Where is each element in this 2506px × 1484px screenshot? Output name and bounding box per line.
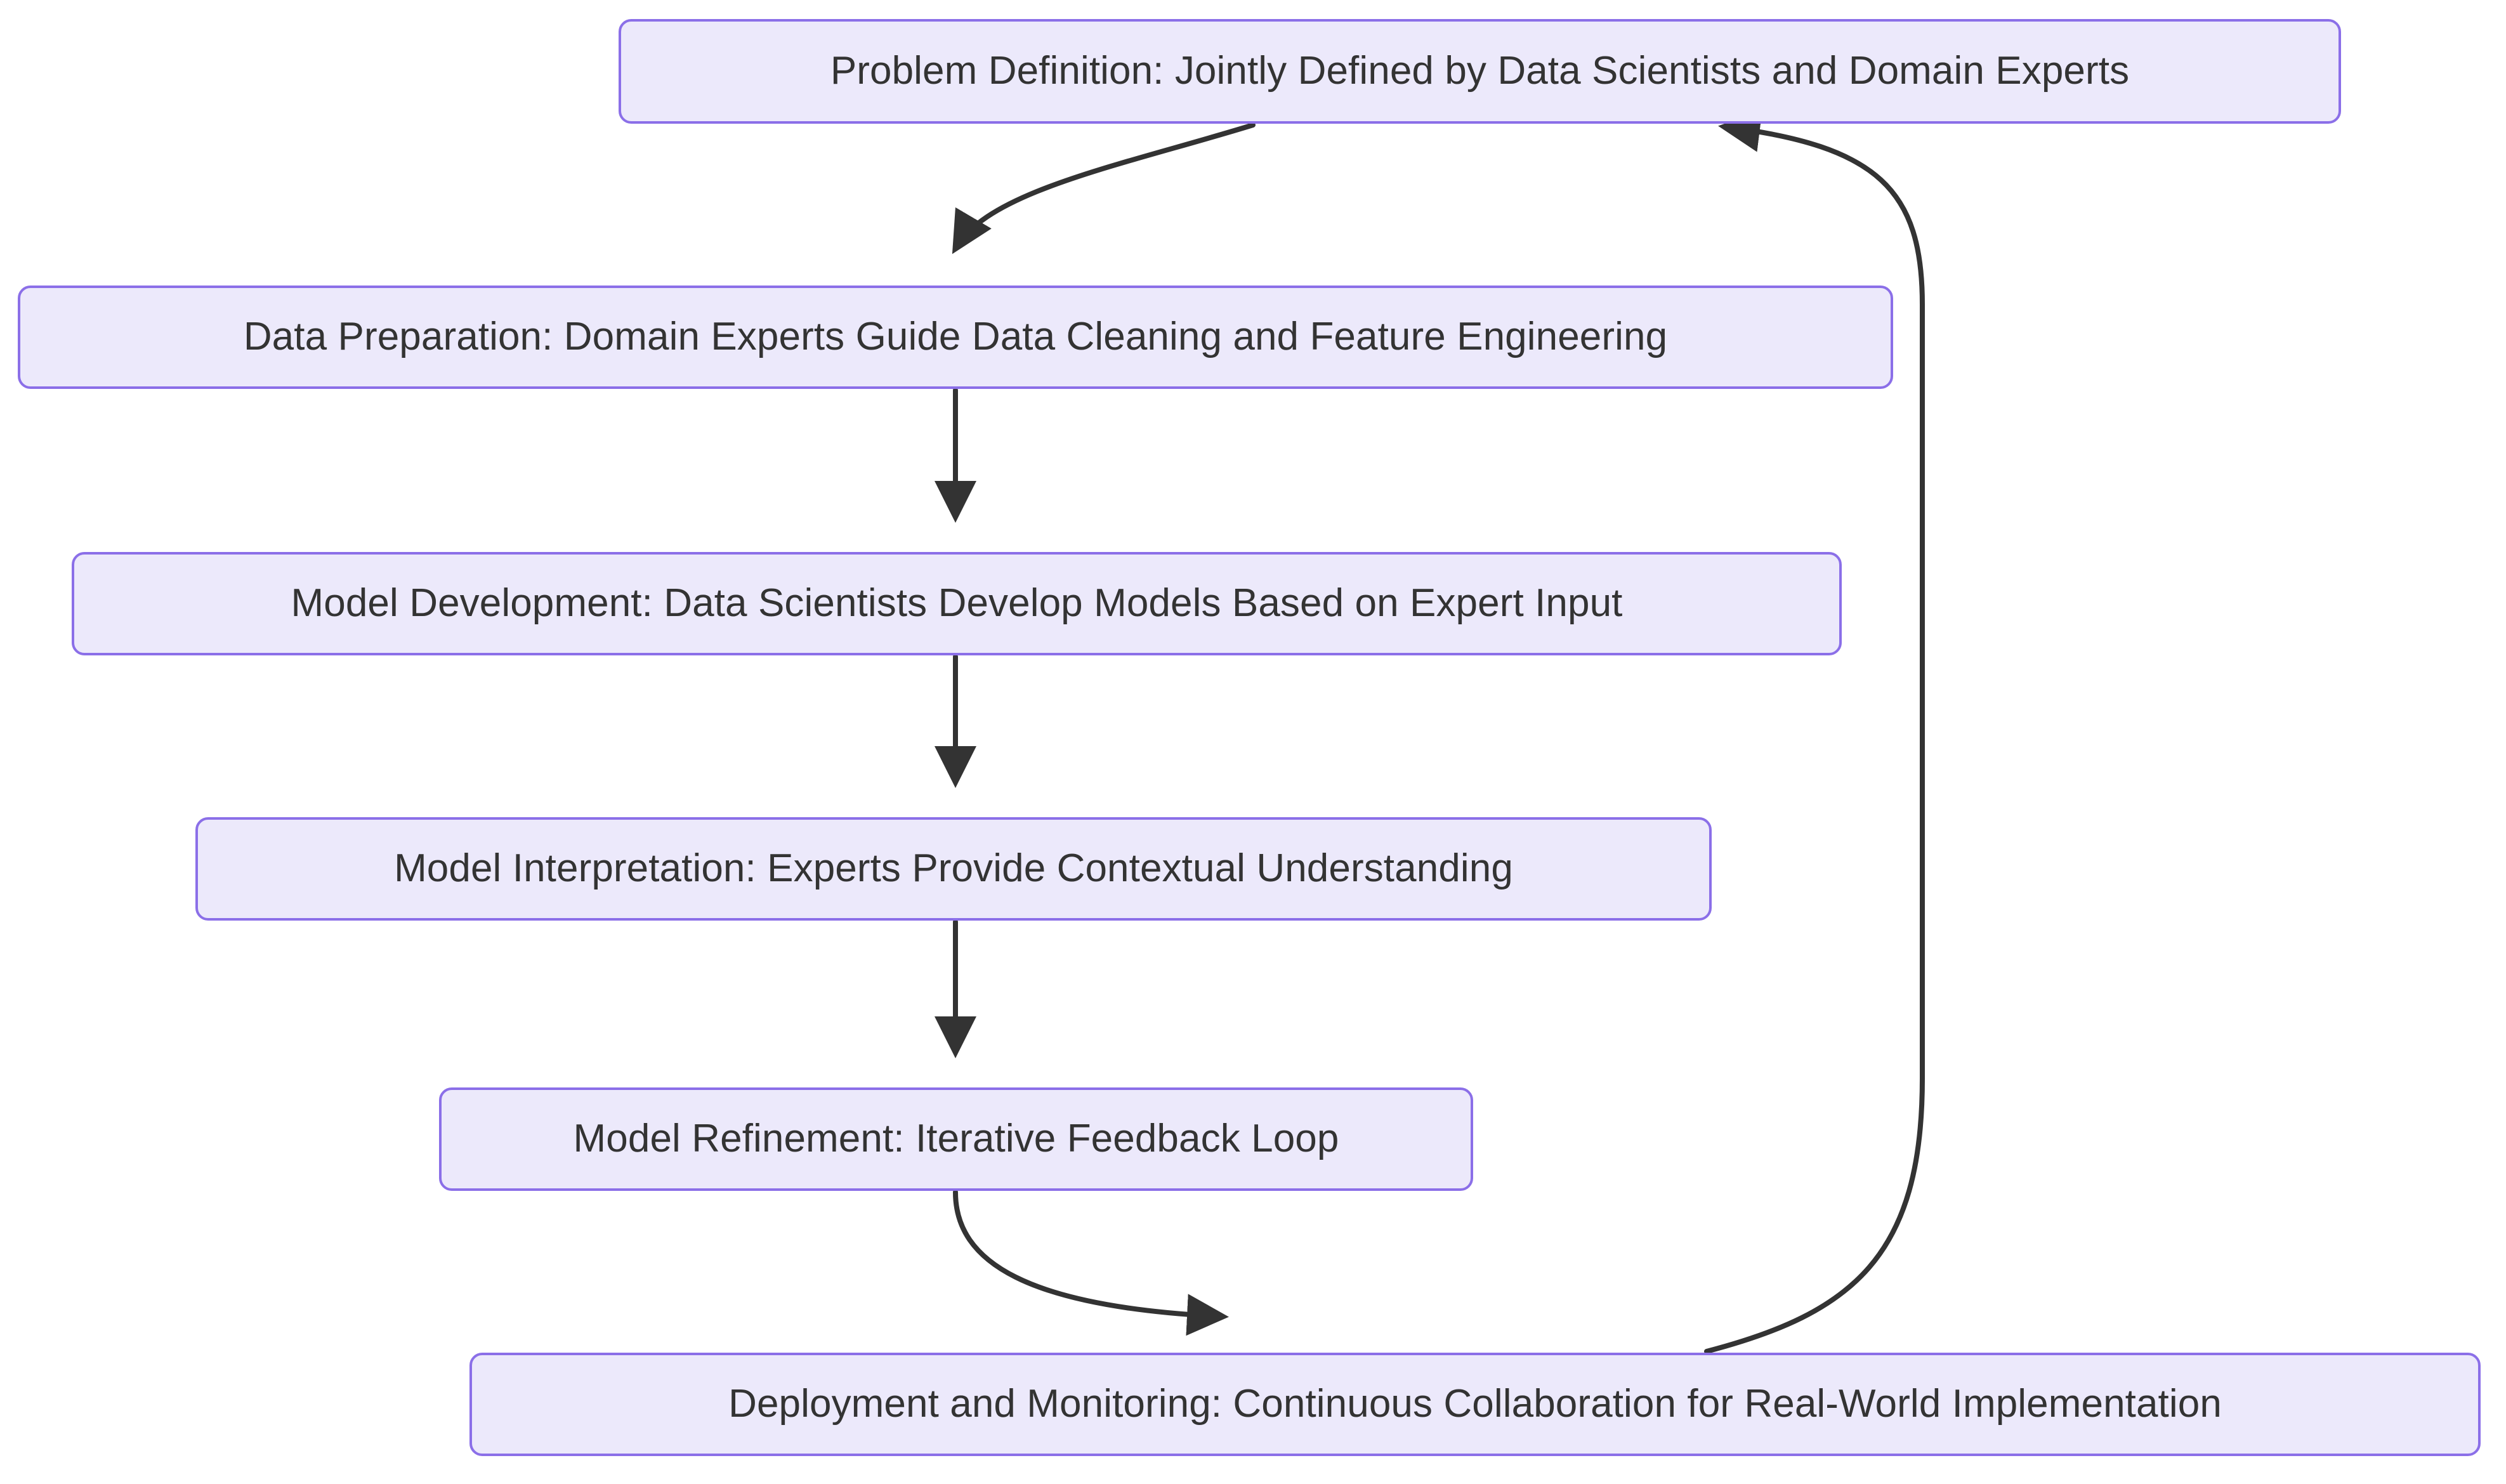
- node-label: Model Refinement: Iterative Feedback Loo…: [573, 1117, 1339, 1161]
- node-data-preparation[interactable]: Data Preparation: Domain Experts Guide D…: [18, 286, 1893, 389]
- node-label: Deployment and Monitoring: Continuous Co…: [728, 1382, 2222, 1426]
- node-label: Model Development: Data Scientists Devel…: [291, 581, 1623, 626]
- node-label: Problem Definition: Jointly Defined by D…: [830, 49, 2130, 93]
- node-model-development[interactable]: Model Development: Data Scientists Devel…: [72, 552, 1842, 655]
- node-model-interpretation[interactable]: Model Interpretation: Experts Provide Co…: [195, 817, 1712, 921]
- node-label: Data Preparation: Domain Experts Guide D…: [243, 315, 1668, 359]
- node-deployment-monitoring[interactable]: Deployment and Monitoring: Continuous Co…: [469, 1353, 2481, 1456]
- node-label: Model Interpretation: Experts Provide Co…: [394, 846, 1513, 891]
- node-model-refinement[interactable]: Model Refinement: Iterative Feedback Loo…: [439, 1087, 1473, 1191]
- node-problem-definition[interactable]: Problem Definition: Jointly Defined by D…: [619, 19, 2341, 124]
- edge-model-refinement-to-deployment-monitoring: [953, 1190, 1229, 1336]
- edge-problem-definition-to-data-preparation: [952, 122, 1256, 254]
